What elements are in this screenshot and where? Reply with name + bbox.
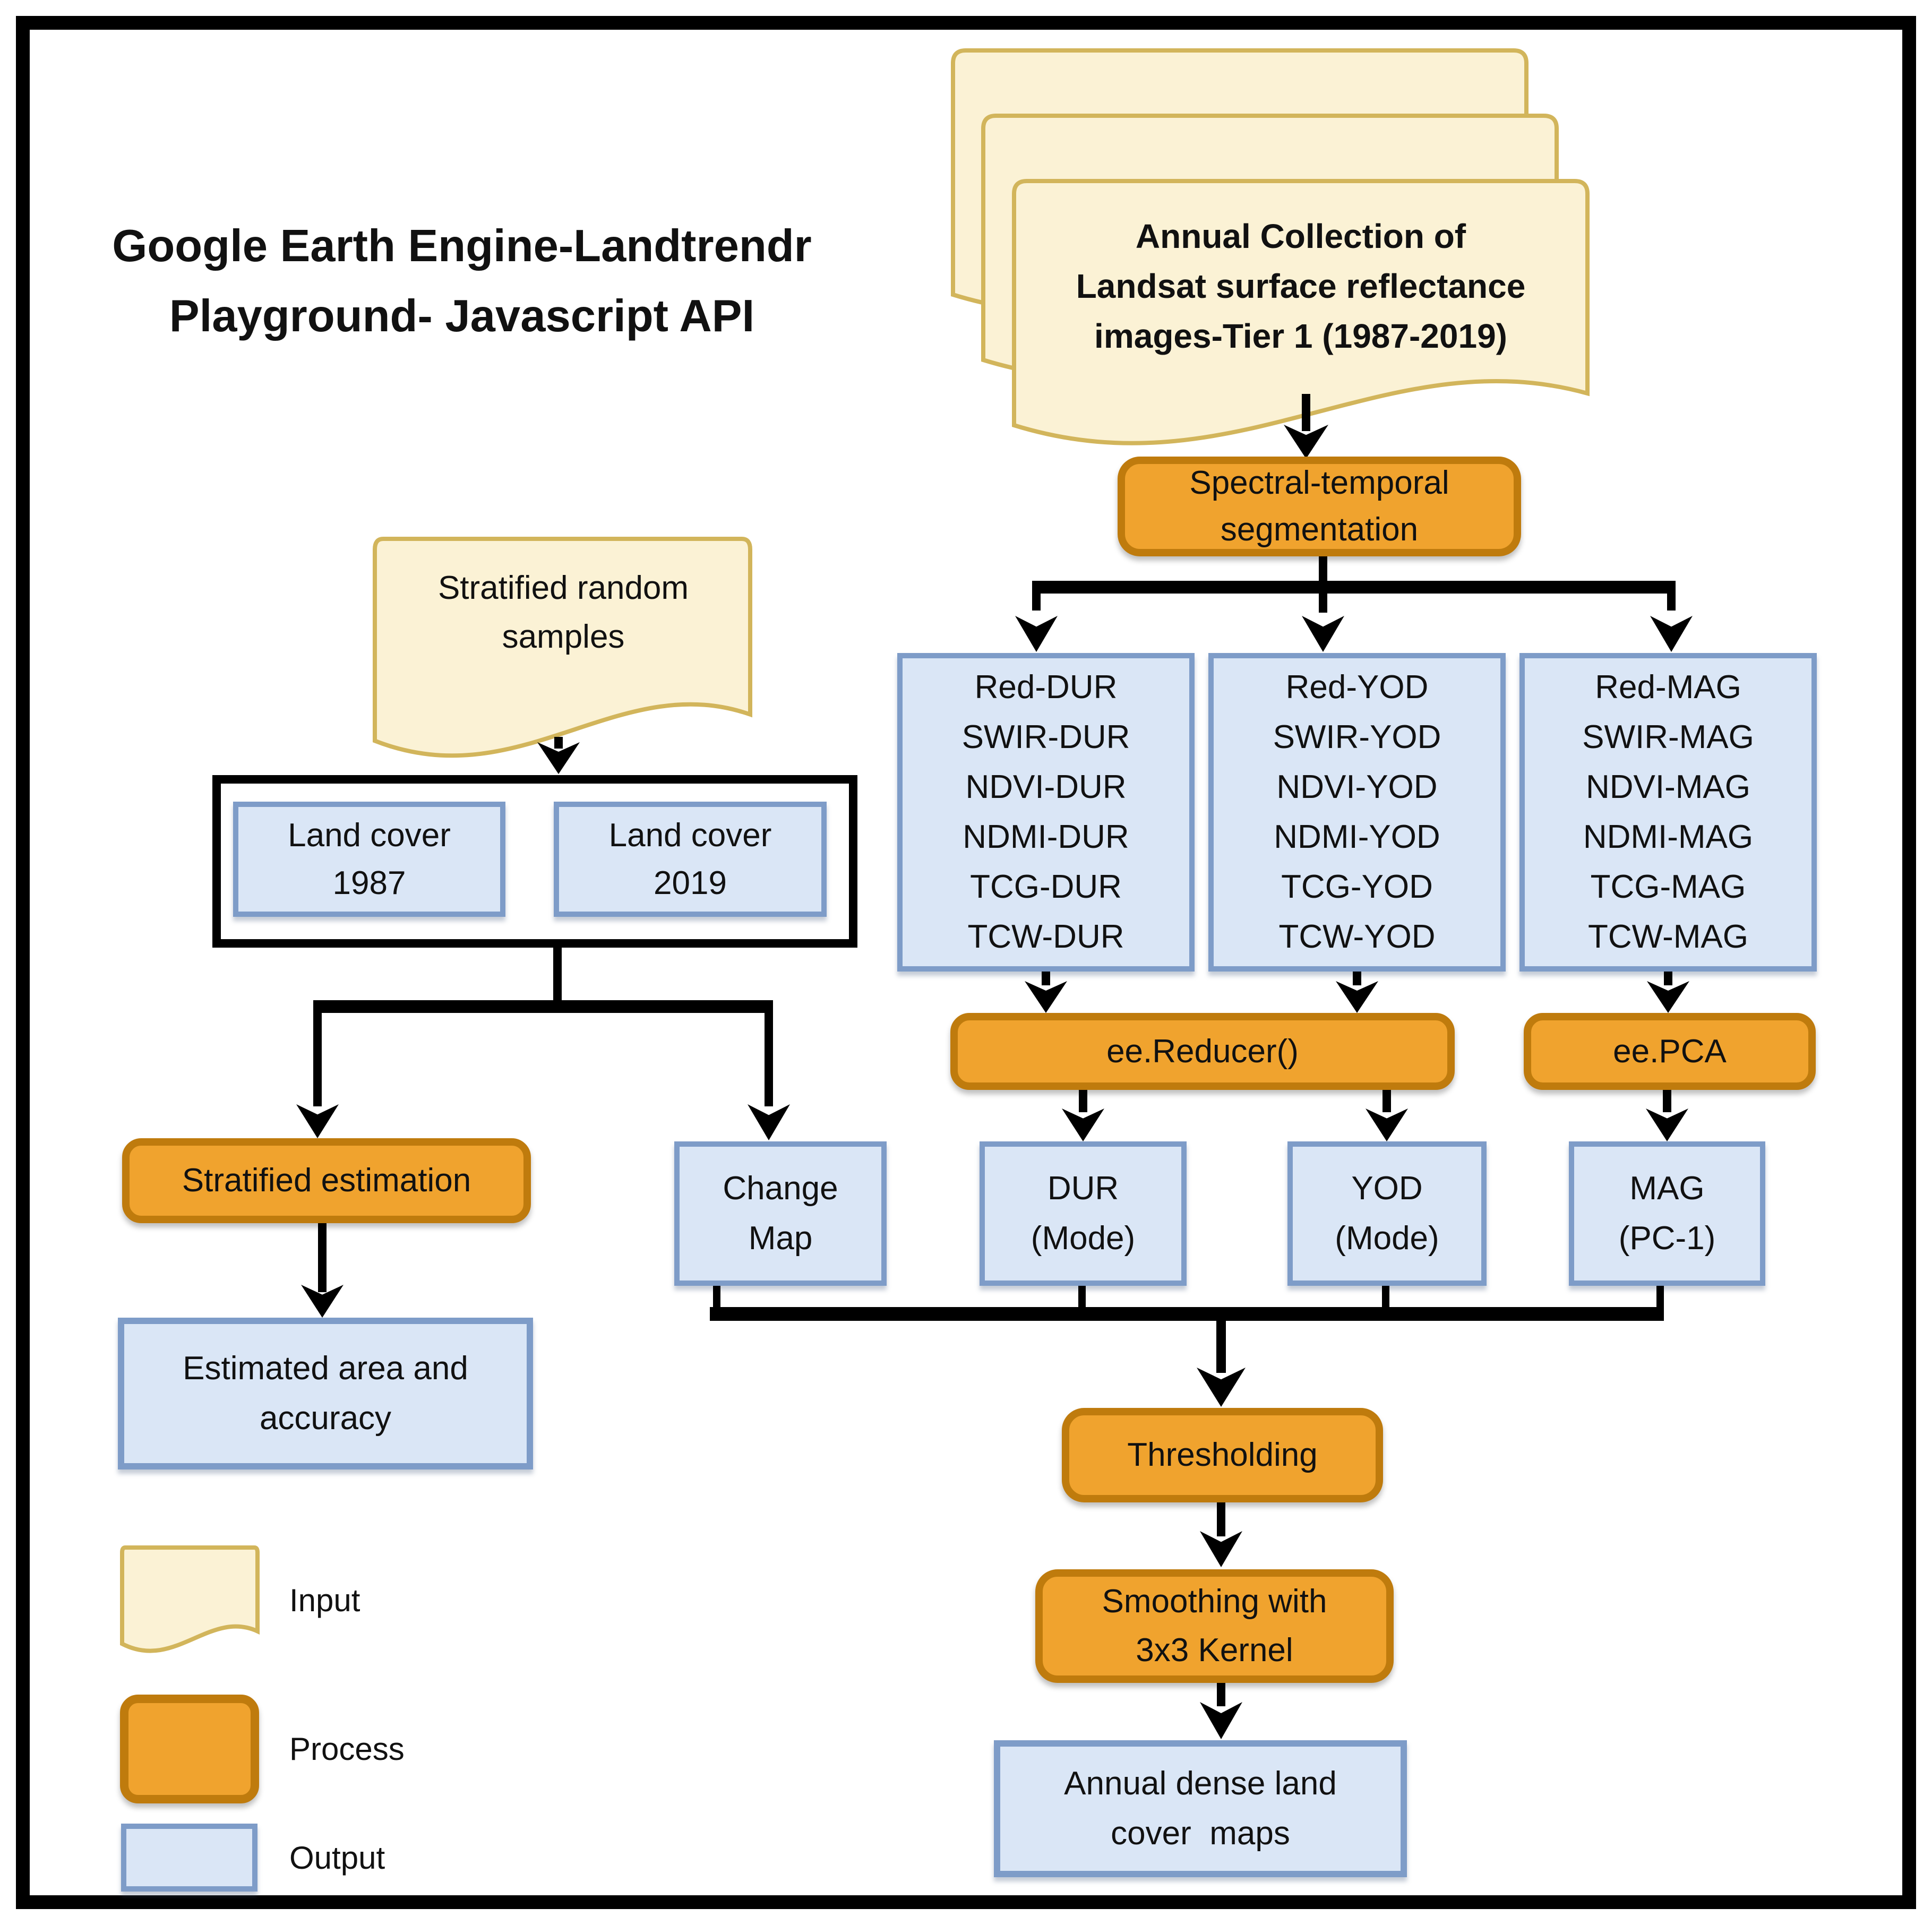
- process-reducer: ee.Reducer(): [950, 1013, 1455, 1090]
- connector-branch-right: [1667, 581, 1676, 611]
- connector-split-line: [313, 1000, 773, 1013]
- output-mag-pc1: MAG (PC-1): [1569, 1141, 1765, 1286]
- process-stratified-estimation: Stratified estimation: [122, 1138, 531, 1223]
- process-smoothing: Smoothing with 3x3 Kernel: [1035, 1569, 1394, 1683]
- connector-branch-middle: [1319, 594, 1327, 613]
- output-landcover-2019-label: Land cover 2019: [608, 817, 772, 901]
- input-collection-label: Annual Collection of Landsat surface ref…: [1076, 217, 1526, 355]
- output-estimated-area: Estimated area and accuracy: [118, 1318, 533, 1469]
- output-landcover-1987: Land cover 1987: [233, 802, 505, 917]
- legend-output-swatch: [121, 1824, 257, 1892]
- output-estimated-area-label: Estimated area and accuracy: [183, 1350, 468, 1437]
- connector-branch-line: [1032, 581, 1676, 594]
- connector-changemap-stub: [713, 1286, 720, 1311]
- output-yod-mode-label: YOD (Mode): [1335, 1170, 1439, 1257]
- output-change-map-label: Change Map: [723, 1170, 838, 1257]
- output-dur-mode-label: DUR (Mode): [1031, 1170, 1136, 1257]
- input-stratified-samples-label: Stratified random samples: [437, 570, 689, 655]
- output-change-map: Change Map: [674, 1141, 887, 1286]
- legend-input-label: Input: [289, 1583, 360, 1618]
- output-dur-metrics: Red-DUR SWIR-DUR NDVI-DUR NDMI-DUR TCG-D…: [897, 653, 1195, 972]
- connector-yodmode-stub: [1382, 1286, 1389, 1311]
- output-mag-metrics: Red-MAG SWIR-MAG NDVI-MAG NDMI-MAG TCG-M…: [1519, 653, 1817, 972]
- process-reducer-label: ee.Reducer(): [1106, 1033, 1299, 1070]
- connector-segmentation-stub: [1319, 556, 1327, 586]
- connector-pca-to-mag-pc1: [1663, 1090, 1671, 1112]
- connector-smoothing-to-annual: [1217, 1683, 1225, 1706]
- output-yod-metrics: Red-YOD SWIR-YOD NDVI-YOD NDMI-YOD TCG-Y…: [1208, 653, 1506, 972]
- process-segmentation: Spectral-temporal segmentation: [1118, 457, 1521, 556]
- connector-samples-to-landcover: [554, 737, 563, 749]
- connector-split-to-changemap: [765, 1000, 773, 1106]
- connector-split-to-estimation: [313, 1000, 322, 1106]
- connector-reducer-to-yod-mode: [1383, 1090, 1391, 1112]
- connector-collection-to-segmentation: [1302, 394, 1310, 431]
- connector-collector-line: [710, 1307, 1664, 1321]
- output-yod-metrics-label: Red-YOD SWIR-YOD NDVI-YOD NDMI-YOD TCG-Y…: [1273, 669, 1441, 955]
- process-thresholding: Thresholding: [1062, 1408, 1383, 1502]
- connector-collector-to-thresholding: [1216, 1321, 1226, 1373]
- output-annual-maps-label: Annual dense land cover maps: [1064, 1765, 1337, 1852]
- process-pca: ee.PCA: [1524, 1013, 1816, 1090]
- legend-output-label: Output: [289, 1840, 385, 1876]
- connector-reducer-to-dur-mode: [1079, 1090, 1087, 1112]
- output-annual-maps: Annual dense land cover maps: [994, 1740, 1407, 1877]
- output-mag-pc1-label: MAG (PC-1): [1618, 1170, 1716, 1257]
- connector-mag-to-pca: [1664, 972, 1672, 985]
- process-pca-label: ee.PCA: [1613, 1033, 1727, 1070]
- outer-border: [16, 16, 1916, 1909]
- output-landcover-1987-label: Land cover 1987: [288, 817, 451, 901]
- process-smoothing-label: Smoothing with 3x3 Kernel: [1102, 1583, 1327, 1669]
- page-title: Google Earth Engine-Landtrendr Playgroun…: [112, 221, 812, 341]
- document-stack-page-front: [1014, 181, 1587, 457]
- connector-magpc1-stub: [1656, 1286, 1664, 1311]
- output-mag-metrics-label: Red-MAG SWIR-MAG NDVI-MAG NDMI-MAG TCG-M…: [1582, 669, 1754, 955]
- output-landcover-2019: Land cover 2019: [554, 802, 827, 917]
- connector-landcover-stub: [553, 948, 562, 1000]
- legend-input-swatch: [122, 1548, 257, 1656]
- legend-process-swatch: [120, 1695, 259, 1803]
- legend-process-label: Process: [289, 1731, 405, 1767]
- connector-dur-to-reducer: [1042, 972, 1050, 985]
- process-thresholding-label: Thresholding: [1127, 1437, 1318, 1473]
- output-dur-metrics-label: Red-DUR SWIR-DUR NDVI-DUR NDMI-DUR TCG-D…: [961, 669, 1130, 955]
- connector-durmode-stub: [1078, 1286, 1086, 1311]
- connector-yod-to-reducer: [1353, 972, 1361, 985]
- connector-branch-left: [1032, 581, 1041, 611]
- connector-estimation-to-area: [318, 1223, 327, 1292]
- output-dur-mode: DUR (Mode): [980, 1141, 1187, 1286]
- connector-thresholding-to-smoothing: [1217, 1502, 1225, 1536]
- output-yod-mode: YOD (Mode): [1287, 1141, 1487, 1286]
- process-segmentation-label: Spectral-temporal segmentation: [1189, 465, 1449, 548]
- process-stratified-estimation-label: Stratified estimation: [182, 1162, 471, 1199]
- document-stratified-samples: [375, 539, 750, 767]
